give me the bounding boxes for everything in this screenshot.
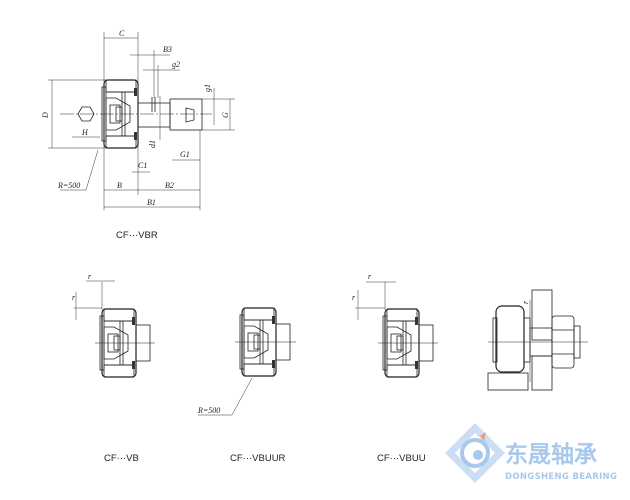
label-G: G bbox=[221, 112, 230, 118]
caption-cf-vbuu: CF···VBUU bbox=[377, 453, 426, 464]
label-r: r bbox=[521, 300, 530, 304]
label-B3: B3 bbox=[163, 45, 172, 54]
bearing-drawing-vb: r r CF···VB bbox=[72, 272, 155, 464]
label-B: B bbox=[117, 181, 122, 190]
dimension-lines bbox=[48, 32, 235, 210]
dongsheng-logo: 东晟轴承 DONGSHENG BEARING bbox=[445, 423, 617, 483]
logo-english-text: DONGSHENG BEARING bbox=[505, 472, 617, 482]
caption-cf-vb: CF···VB bbox=[104, 453, 139, 464]
label-r: r bbox=[368, 272, 372, 281]
hex-socket bbox=[77, 106, 95, 122]
logo-chinese-text: 东晟轴承 bbox=[505, 441, 597, 468]
caption-cf-vbuur: CF···VBUUR bbox=[230, 453, 286, 464]
label-r: r bbox=[88, 272, 92, 281]
label-R500: R=500 bbox=[57, 181, 80, 190]
label-g1: g1 bbox=[203, 84, 212, 92]
label-H: H bbox=[81, 128, 89, 137]
stud-shank bbox=[137, 102, 171, 128]
caption-cf-vbr: CF···VBR bbox=[116, 230, 158, 241]
bearing-drawing-vbuur: R=500 CF···VBUUR bbox=[197, 307, 296, 464]
label-C: C bbox=[119, 29, 125, 38]
logo-bearing-icon bbox=[460, 438, 490, 468]
label-D: D bbox=[41, 112, 50, 119]
label-B1: B1 bbox=[147, 198, 156, 207]
label-C1: C1 bbox=[138, 161, 147, 170]
label-r: r bbox=[352, 293, 356, 302]
label-B2: B2 bbox=[165, 181, 174, 190]
label-d1: d1 bbox=[148, 140, 157, 148]
label-r: r bbox=[72, 293, 76, 302]
label-g2: g2 bbox=[172, 60, 180, 69]
mounted-bearing-drawing: r bbox=[487, 289, 588, 391]
top-bearing-drawing: C B3 g2 g1 G D H d1 C1 G1 R=500 B B2 B1 … bbox=[41, 29, 235, 241]
stud-thread bbox=[169, 98, 203, 131]
label-R500: R=500 bbox=[197, 406, 220, 415]
bearing-drawing-vbuu: r r CF···VBUU bbox=[352, 272, 438, 464]
label-G1: G1 bbox=[180, 150, 190, 159]
logo-diamond-icon bbox=[445, 423, 505, 483]
